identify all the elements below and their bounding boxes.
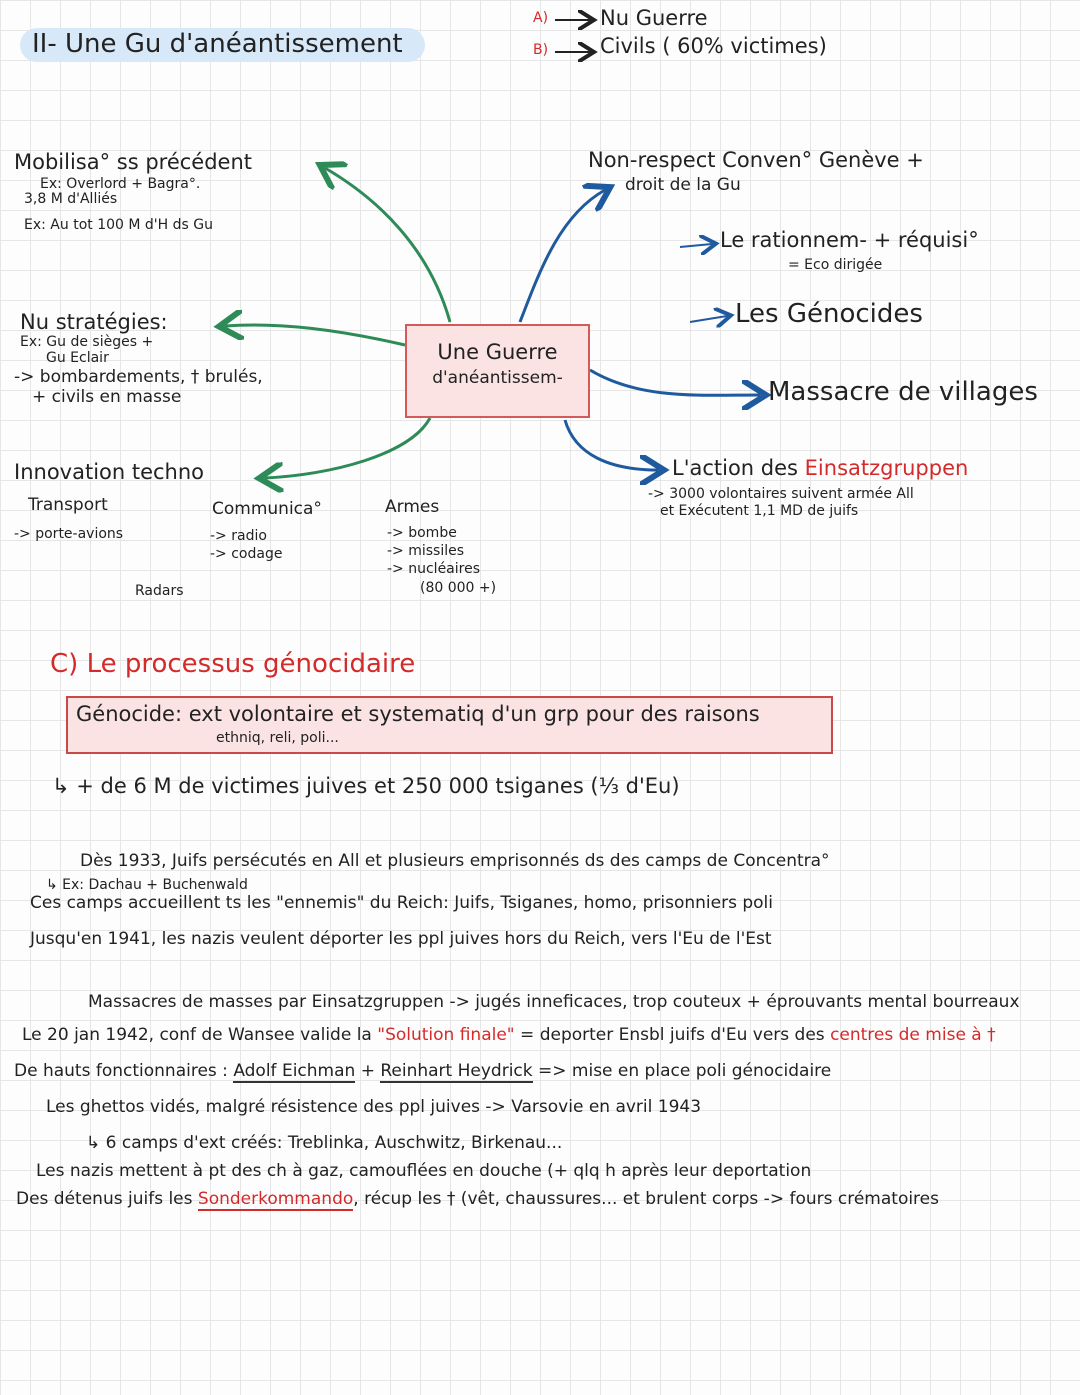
label-a: A) (533, 10, 549, 26)
mobilisation-ex1b: 3,8 M d'Alliés (24, 191, 118, 207)
para2-line2: Le 20 jan 1942, conf de Wansee valide la… (22, 1025, 996, 1046)
innovation-title: Innovation techno (14, 460, 205, 484)
name-eichman: Adolf Eichman (233, 1061, 356, 1083)
para2-line2-pre: Le 20 jan 1942, conf de Wansee valide la (22, 1025, 378, 1045)
para2-line6: Les nazis mettent à pt des ch à gaz, cam… (36, 1161, 812, 1181)
definition-line2: ethniq, reli, poli... (216, 730, 339, 746)
nonrespect-l2: droit de la Gu (625, 175, 741, 195)
mobilisation-ex2: Ex: Au tot 100 M d'H ds Gu (24, 217, 213, 233)
armes-missiles: -> missiles (387, 543, 465, 559)
genocide-definition-box: Génocide: ext volontaire et systematiq d… (66, 696, 833, 754)
para2-line5: ↳ 6 camps d'ext créés: Treblinka, Auschw… (86, 1133, 563, 1153)
comm-radio: -> radio (210, 528, 267, 544)
text-a: Nu Guerre (600, 6, 708, 30)
para2-line3-pre: De hauts fonctionnaires : (14, 1061, 234, 1081)
arrow-einsatz (563, 419, 658, 470)
section-c-title-text: C) Le processus génocidaire (50, 649, 416, 679)
arrow-rationnement (679, 244, 712, 247)
para2-line4: Les ghettos vidés, malgré résistence des… (46, 1097, 702, 1117)
armes-count: (80 000 +) (420, 580, 497, 596)
genocides-label: Les Génocides (735, 299, 923, 329)
nonrespect-l1: Non-respect Conven° Genève + (588, 148, 924, 172)
para2-line3-plus: + (355, 1061, 381, 1081)
communication-label: Communica° (212, 499, 322, 519)
strategies-l1: Ex: Gu de sièges + (20, 334, 154, 350)
radars-label: Radars (135, 583, 184, 599)
strategies-l4: + civils en masse (32, 387, 182, 407)
massacre-label: Massacre de villages (768, 377, 1038, 407)
strategies-l3: -> bombardements, † brulés, (14, 367, 263, 387)
centres-mise-a-mort: centres de mise à † (830, 1025, 996, 1045)
arrow-innovation (265, 417, 432, 478)
transport-label: Transport (28, 495, 108, 515)
para2-line2-mid: = deporter Ensbl juifs d'Eu vers des (514, 1025, 831, 1045)
arrow-mobilisation (325, 168, 452, 323)
arrow-nonrespect (518, 190, 605, 323)
section-c-title: C) Le processus génocidaire (50, 649, 416, 680)
action-line1: L'action des Einsatzgruppen (672, 456, 968, 480)
rationnement-l1: Le rationnem- + réquisi° (720, 228, 979, 252)
page-title: II- Une Gu d'anéantissement (32, 29, 403, 59)
armes-nucleaires: -> nucléaires (387, 561, 481, 577)
transport-sub: -> porte-avions (14, 526, 124, 542)
action-line2: -> 3000 volontaires suivent armée All (648, 486, 914, 502)
comm-codage: -> codage (210, 546, 283, 562)
para2-line1: Massacres de masses par Einsatzgruppen -… (88, 992, 1020, 1012)
para1-line2: Ces camps accueillent ts les "ennemis" d… (30, 893, 773, 913)
name-heydrick: Reinhart Heydrick (380, 1061, 533, 1083)
para2-line3: De hauts fonctionnaires : Adolf Eichman … (14, 1061, 832, 1083)
para2-line7-post: , récup les † (vêt, chaussures... et bru… (353, 1189, 939, 1209)
strategies-title: Nu stratégies: (20, 310, 168, 334)
para2-line7: Des détenus juifs les Sonderkommando, ré… (16, 1189, 939, 1211)
label-b: B) (533, 42, 549, 58)
arrow-genocides (689, 316, 727, 322)
para1-line1: Dès 1933, Juifs persécutés en All et plu… (80, 851, 830, 871)
para1-line2a: ↳ Ex: Dachau + Buchenwald (46, 877, 248, 893)
mobilisation-ex1: Ex: Overlord + Bagra°. (40, 176, 201, 192)
arrow-massacre (589, 368, 760, 395)
para2-line7-pre: Des détenus juifs les (16, 1189, 198, 1209)
strategies-l2: Gu Eclair (46, 350, 109, 366)
victims-line: ↳ + de 6 M de victimes juives et 250 000… (52, 774, 680, 798)
para1-line3: Jusqu'en 1941, les nazis veulent déporte… (30, 929, 772, 949)
armes-bombe: -> bombe (387, 525, 457, 541)
solution-finale: "Solution finale" (377, 1025, 515, 1045)
title-highlight (20, 28, 425, 62)
center-node: Une Guerre d'anéantissem- (405, 324, 590, 418)
action-einsatzgruppen: Einsatzgruppen (804, 456, 969, 480)
sonderkommando: Sonderkommando (197, 1189, 354, 1211)
arrow-strategies (225, 325, 406, 347)
center-line2: d'anéantissem- (432, 368, 563, 388)
armes-label: Armes (385, 497, 440, 517)
rationnement-l2: = Eco dirigée (788, 257, 883, 273)
mobilisation-title: Mobilisa° ss précédent (14, 150, 253, 174)
para2-line3-post: => mise en place poli génocidaire (532, 1061, 832, 1081)
center-line1: Une Guerre (437, 340, 558, 364)
text-b: Civils ( 60% victimes) (600, 34, 827, 58)
action-line3: et Exécutent 1,1 MD de juifs (660, 503, 859, 519)
definition-line1: Génocide: ext volontaire et systematiq d… (76, 702, 760, 726)
action-prefix: L'action des (672, 456, 805, 480)
